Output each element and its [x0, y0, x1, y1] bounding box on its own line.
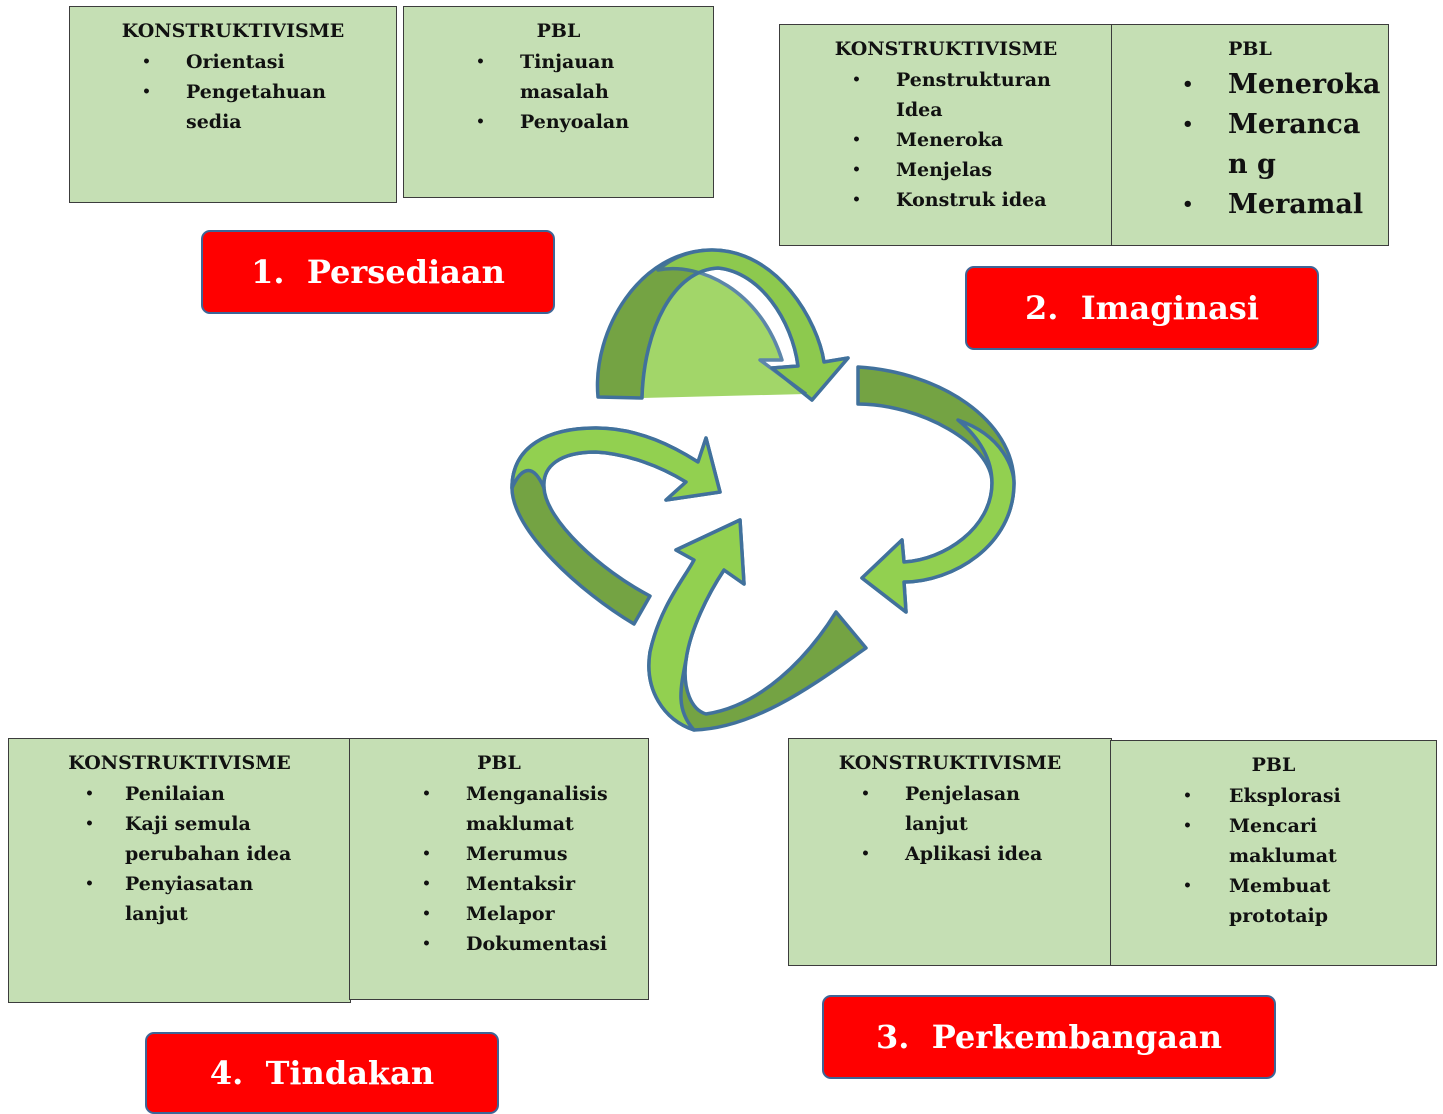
stage-label-tindakan: 4. Tindakan: [145, 1032, 499, 1114]
stage1-konstruktivisme-box: KONSTRUKTIVISME •Orientasi •Pengetahuan …: [69, 6, 397, 203]
stage2-pbl-box: PBL •Meneroka •Merancan g •Meramal: [1111, 24, 1389, 246]
list-item: •Konstruk idea: [852, 189, 1047, 211]
stage3-konstruktivisme-box: KONSTRUKTIVISME •Penjelasan lanjut •Apli…: [788, 738, 1112, 966]
stage3-pbl-box: PBL •Eksplorasi •Mencari maklumat •Membu…: [1110, 740, 1437, 966]
stage-label-perkembangaan: 3. Perkembangaan: [822, 995, 1276, 1079]
list-item: •Pengetahuan sedia: [142, 81, 326, 133]
stage-label-imaginasi: 2. Imaginasi: [965, 266, 1319, 350]
box-heading: PBL: [1228, 38, 1272, 60]
list-item: •Membuat prototaip: [1183, 875, 1331, 927]
list-item: •Mentaksir: [422, 873, 576, 895]
list-item: •Penyiasatan lanjut: [85, 873, 254, 925]
list-item: •Penilaian: [85, 783, 225, 805]
list-item: •Penyoalan: [476, 111, 630, 133]
list-item: •Eksplorasi: [1183, 785, 1341, 807]
stage4-pbl-box: PBL •Menganalisis maklumat •Merumus •Men…: [349, 738, 649, 1000]
stage4-konstruktivisme-box: KONSTRUKTIVISME •Penilaian •Kaji semula …: [8, 738, 351, 1003]
box-heading: PBL: [536, 20, 581, 42]
list-item: •Kaji semula perubahan idea: [85, 813, 292, 865]
list-item: •Dokumentasi: [422, 933, 608, 955]
list-item: •Meneroka: [1182, 69, 1381, 100]
box-heading: KONSTRUKTIVISME: [838, 752, 1062, 774]
stage1-pbl-box: PBL •Tinjauan masalah •Penyoalan: [403, 6, 714, 198]
stage2-konstruktivisme-box: KONSTRUKTIVISME •Penstrukturan Idea •Men…: [779, 24, 1113, 246]
stage-label-persediaan: 1. Persediaan: [201, 230, 555, 314]
list-item: •Penjelasan lanjut: [861, 783, 1020, 835]
box-heading: PBL: [1251, 754, 1296, 776]
list-item: •Merancan g: [1182, 109, 1361, 180]
list-item: •Orientasi: [142, 51, 285, 73]
list-item: •Mencari maklumat: [1183, 815, 1337, 867]
list-item: •Menganalisis maklumat: [422, 783, 608, 835]
box-heading: KONSTRUKTIVISME: [834, 38, 1058, 60]
box-heading: KONSTRUKTIVISME: [121, 20, 345, 42]
list-item: •Menjelas: [852, 159, 993, 181]
list-item: •Tinjauan masalah: [476, 51, 615, 103]
list-item: •Meramal: [1182, 189, 1364, 220]
list-item: •Penstrukturan Idea: [852, 69, 1051, 121]
box-heading: KONSTRUKTIVISME: [68, 752, 291, 774]
list-item: •Melapor: [422, 903, 555, 925]
box-heading: PBL: [477, 752, 521, 774]
list-item: •Meneroka: [852, 129, 1004, 151]
list-item: •Aplikasi idea: [861, 843, 1043, 865]
list-item: •Merumus: [422, 843, 568, 865]
